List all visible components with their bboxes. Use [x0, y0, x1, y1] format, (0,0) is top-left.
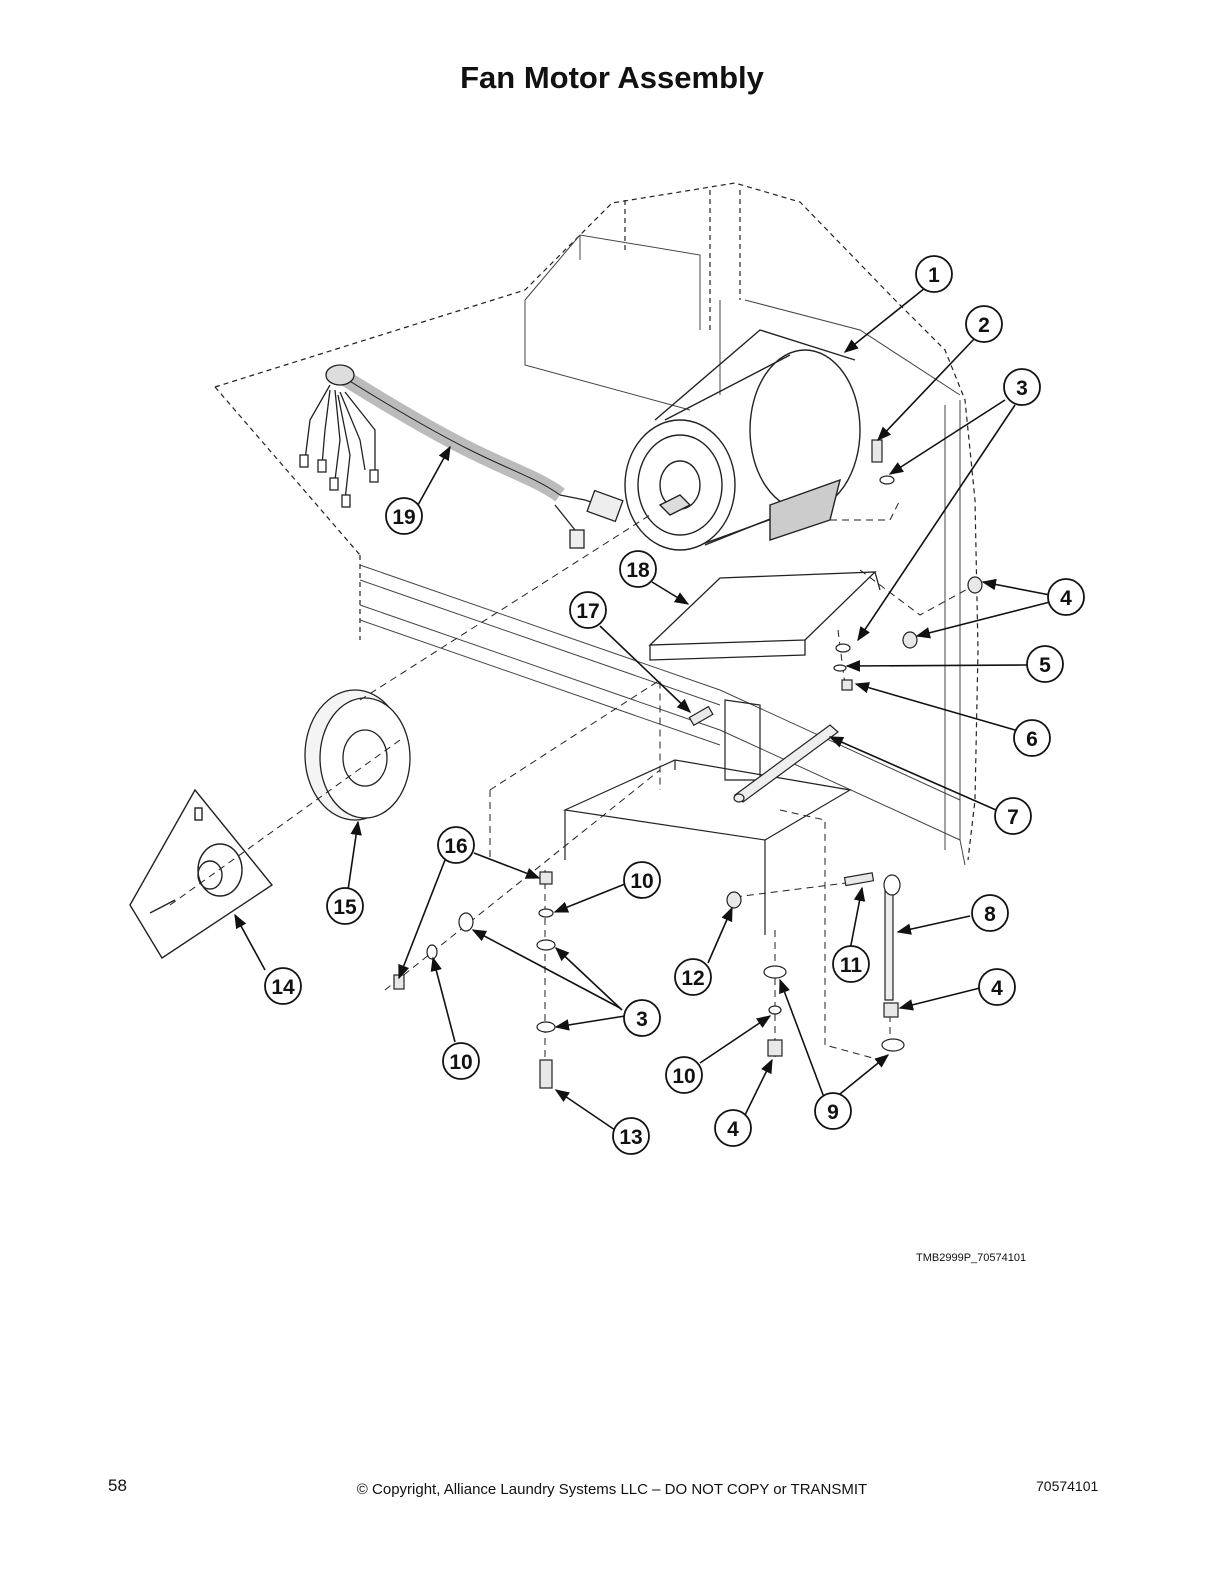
lower-bracket: [562, 699, 852, 935]
svg-text:18: 18: [626, 559, 650, 582]
callout-5: 5: [1026, 645, 1064, 683]
svg-text:5: 5: [1039, 654, 1051, 677]
svg-text:3: 3: [1016, 377, 1028, 400]
callout-10a: 10: [665, 1056, 703, 1094]
motor-bracket: [648, 571, 881, 661]
callout-14: 14: [264, 967, 302, 1005]
page-title: Fan Motor Assembly: [460, 60, 764, 95]
svg-text:4: 4: [727, 1118, 739, 1141]
svg-text:8: 8: [984, 903, 996, 926]
fan-motor: [624, 329, 861, 551]
callout-10c: 10: [442, 1042, 480, 1080]
svg-text:11: 11: [840, 954, 863, 977]
svg-text:14: 14: [271, 976, 295, 999]
callout-15: 15: [326, 887, 364, 925]
cable-harness: [299, 364, 624, 549]
callout-3: 3: [1003, 368, 1041, 406]
leader-arrows: [234, 287, 1051, 1131]
svg-text:17: 17: [576, 600, 599, 623]
callout-6: 6: [1013, 719, 1051, 757]
callout-4: 4: [1047, 578, 1085, 616]
svg-text:3: 3: [636, 1008, 648, 1031]
document-number: 70574101: [1036, 1478, 1099, 1494]
callout-13: 13: [612, 1117, 650, 1155]
svg-text:1: 1: [928, 264, 940, 287]
hub-assembly: [129, 788, 274, 959]
callout-4b: 4: [978, 968, 1016, 1006]
callout-12: 12: [674, 958, 712, 996]
svg-text:10: 10: [630, 870, 653, 893]
figure-id: TMB2999P_70574101: [916, 1252, 1027, 1264]
svg-text:10: 10: [449, 1051, 472, 1074]
svg-text:16: 16: [444, 835, 467, 858]
cabinet-outline: [214, 182, 979, 861]
svg-text:13: 13: [619, 1126, 642, 1149]
svg-text:4: 4: [991, 977, 1003, 1000]
callout-19: 19: [385, 497, 423, 535]
callout-17: 17: [569, 591, 607, 629]
svg-text:9: 9: [827, 1101, 839, 1124]
rod: [733, 724, 839, 803]
callout-3b: 3: [623, 999, 661, 1037]
fasteners: [393, 439, 983, 1089]
page-number: 58: [108, 1476, 127, 1495]
callout-10b: 10: [623, 861, 661, 899]
svg-text:7: 7: [1007, 806, 1019, 829]
svg-text:15: 15: [333, 896, 357, 919]
callout-1: 1: [915, 255, 953, 293]
callout-11: 11: [832, 945, 870, 983]
svg-text:4: 4: [1060, 587, 1072, 610]
svg-text:12: 12: [681, 967, 704, 990]
callout-2: 2: [965, 305, 1003, 343]
svg-text:2: 2: [978, 314, 990, 337]
cabinet-panels: [359, 234, 966, 866]
callout-7: 7: [994, 797, 1032, 835]
callout-8: 8: [971, 894, 1009, 932]
callout-4c: 4: [714, 1109, 752, 1147]
svg-text:19: 19: [392, 506, 415, 529]
callout-18: 18: [619, 550, 657, 588]
callouts: 1 2 3 4 5 6 7 8 4 11 12 9 10 4 3 10 16 1…: [264, 255, 1085, 1155]
svg-text:6: 6: [1026, 728, 1038, 751]
callout-16: 16: [437, 826, 475, 864]
copyright-notice: © Copyright, Alliance Laundry Systems LL…: [356, 1481, 868, 1498]
svg-text:10: 10: [672, 1065, 695, 1088]
pulley: [304, 689, 411, 821]
callout-9: 9: [814, 1092, 852, 1130]
